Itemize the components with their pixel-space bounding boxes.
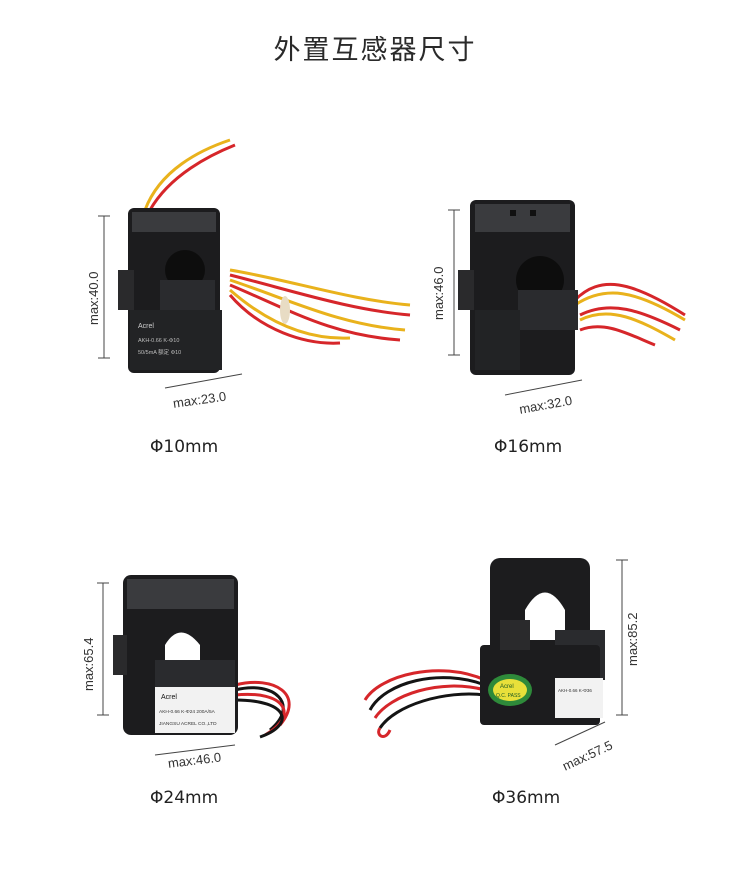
phi36-caption: Φ36mm	[492, 788, 561, 808]
phi16-caption: Φ16mm	[494, 437, 563, 457]
product-phi16: max:46.0 max:32.0	[430, 190, 710, 430]
phi10-spec: 50/5mA 额定 Φ10	[138, 348, 181, 356]
product-phi36: Acrel Q.C. PASS AKH-0.66 K-Φ36 max:85.2 …	[360, 550, 660, 780]
phi24-maker: JIANGSU ACREL CO.,LTD	[159, 721, 217, 727]
phi10-model: AKH-0.66 K-Φ10	[138, 338, 179, 344]
phi24-illustration: Acrel AKH-0.66 K-Φ24 200A/5A JIANGSU ACR…	[97, 575, 291, 756]
product-phi10: Acrel AKH-0.66 K-Φ10 50/5mA 额定 Φ10 max:4…	[86, 130, 420, 420]
product-phi24: Acrel AKH-0.66 K-Φ24 200A/5A JIANGSU ACR…	[81, 565, 345, 780]
phi36-brand: Acrel	[500, 684, 514, 690]
phi36-height-label: max:85.2	[625, 612, 640, 666]
phi24-brand: Acrel	[161, 694, 177, 701]
phi10-brand: Acrel	[138, 323, 154, 330]
phi10-height-label: max:40.0	[86, 271, 101, 325]
phi16-height-label: max:46.0	[431, 266, 446, 320]
phi36-model: AKH-0.66 K-Φ36	[558, 688, 592, 693]
phi24-caption: Φ24mm	[150, 788, 219, 808]
phi36-illustration: Acrel Q.C. PASS AKH-0.66 K-Φ36	[363, 558, 628, 746]
page-title: 外置互感器尺寸	[273, 35, 477, 66]
phi10-caption: Φ10mm	[150, 437, 219, 457]
phi24-height-label: max:65.4	[81, 637, 96, 691]
phi24-model: AKH-0.66 K-Φ24 200A/5A	[159, 709, 216, 715]
phi36-sticker: Q.C. PASS	[496, 693, 521, 699]
phi16-illustration	[448, 200, 686, 396]
phi10-illustration: Acrel AKH-0.66 K-Φ10 50/5mA 额定 Φ10	[98, 138, 411, 389]
